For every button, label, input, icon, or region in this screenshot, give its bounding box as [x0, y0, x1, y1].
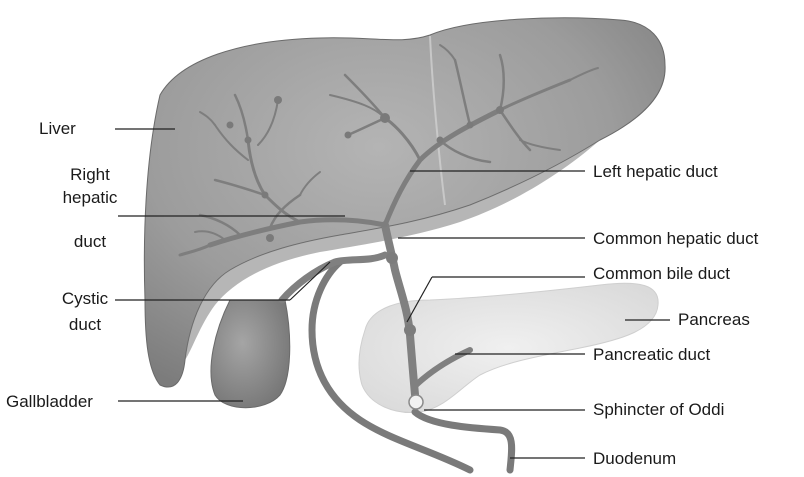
label-sphincter-of-oddi: Sphincter of Oddi — [593, 399, 724, 420]
label-common-bile-duct: Common bile duct — [593, 263, 730, 284]
label-gallbladder: Gallbladder — [6, 391, 93, 412]
common-hepatic-node — [386, 252, 398, 264]
label-common-hepatic-duct: Common hepatic duct — [593, 228, 758, 249]
gallbladder-shape — [211, 300, 290, 408]
label-duodenum: Duodenum — [593, 448, 676, 469]
sphincter-of-oddi-shape — [409, 395, 423, 409]
label-right-hepatic-duct-line1: Right — [60, 164, 120, 185]
common-bile-node — [404, 324, 416, 336]
label-right-hepatic-duct-line3: duct — [55, 231, 125, 252]
label-cystic-duct-line2: duct — [50, 314, 120, 335]
label-right-hepatic-duct-line2: hepatic — [55, 187, 125, 208]
label-liver: Liver — [39, 118, 76, 139]
label-left-hepatic-duct: Left hepatic duct — [593, 161, 718, 182]
label-pancreas: Pancreas — [678, 309, 750, 330]
duodenum-lower-shape — [415, 412, 512, 470]
label-cystic-duct-line1: Cystic — [50, 288, 120, 309]
label-pancreatic-duct: Pancreatic duct — [593, 344, 710, 365]
